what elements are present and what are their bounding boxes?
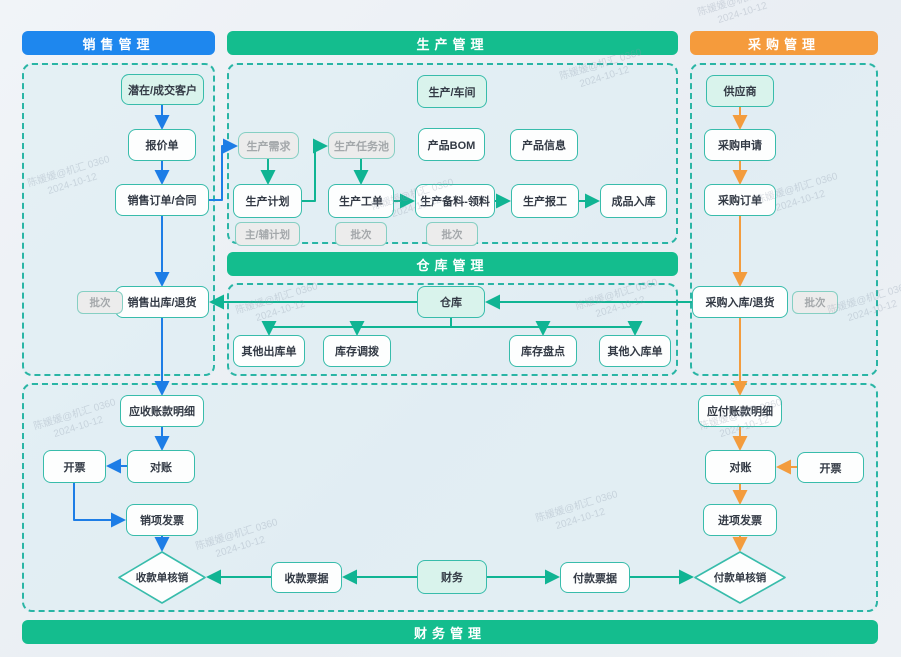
receipt-note-label: 收款票据: [284, 572, 329, 585]
purchase-request-label: 采购申请: [718, 140, 762, 152]
reconcile-right-node: 对账: [705, 450, 776, 484]
invoice-right-label: 开票: [819, 462, 842, 475]
sales-outbound-node: 销售出库/退货: [115, 286, 209, 318]
ap-detail-label: 应付账款明细: [707, 406, 773, 418]
sales-panel: [22, 63, 215, 376]
batch-tag-sales-label: 批次: [89, 297, 111, 309]
invoice-left-node: 开票: [43, 450, 106, 483]
stock-transfer-node: 库存调拨: [323, 335, 391, 367]
prod-demand-label: 生产需求: [246, 140, 291, 153]
prod-taskpool-node: 生产任务池: [328, 132, 395, 159]
prod-plan-node: 生产计划: [233, 184, 302, 218]
purchase-panel: [690, 63, 878, 376]
ar-detail-node: 应收账款明细: [120, 395, 204, 427]
stock-count-node: 库存盘点: [509, 335, 577, 367]
batch-tag-workorder-label: 批次: [350, 228, 372, 241]
sales-section-header: 销售管理: [22, 31, 215, 55]
reconcile-right-label: 对账: [729, 462, 752, 474]
reconcile-left-label: 对账: [150, 461, 172, 474]
warehouse-section-header: 仓库管理: [227, 252, 678, 276]
prod-workorder-label: 生产工单: [339, 196, 383, 208]
potential-customer-label: 潜在/成交客户: [127, 84, 198, 97]
invoice-left-label: 开票: [63, 461, 86, 474]
sales-order-node: 销售订单/合同: [115, 184, 209, 216]
payment-note-node: 付款票据: [560, 562, 630, 593]
workshop-node: 生产/车间: [417, 75, 487, 108]
sales-invoice-node: 销项发票: [126, 504, 198, 536]
supplier-node: 供应商: [706, 75, 774, 107]
sales-order-label: 销售订单/合同: [127, 195, 197, 207]
stock-transfer-label: 库存调拨: [335, 346, 379, 358]
supplier-label: 供应商: [723, 86, 757, 98]
prod-report-node: 生产报工: [511, 184, 579, 218]
sales-outbound-label: 销售出库/退货: [127, 297, 197, 309]
batch-tag-purchase-node: 批次: [792, 291, 838, 314]
finance-node-label: 财务: [441, 572, 463, 584]
purchase-order-label: 采购订单: [718, 195, 762, 207]
plan-tag-label: 主/辅计划: [245, 228, 290, 241]
batch-tag-sales-node: 批次: [77, 291, 123, 314]
sales-invoice-label: 销项发票: [140, 515, 184, 527]
batch-tag-workorder-node: 批次: [335, 222, 387, 246]
prod-taskpool-label: 生产任务池: [334, 140, 389, 153]
warehouse-node-label: 仓库: [440, 297, 462, 309]
finance-section-header: 财务管理: [22, 620, 878, 644]
plan-tag-node: 主/辅计划: [235, 222, 300, 246]
purchase-request-node: 采购申请: [704, 129, 776, 161]
batch-tag-material-node: 批次: [426, 222, 478, 246]
purchase-inbound-node: 采购入库/退货: [692, 286, 788, 318]
ap-detail-node: 应付账款明细: [698, 395, 782, 427]
other-inbound-node: 其他入库单: [599, 335, 671, 367]
prod-material-node: 生产备料-领料: [415, 184, 495, 218]
reconcile-left-node: 对账: [127, 450, 195, 483]
quotation-label: 报价单: [145, 140, 179, 152]
purchase-section-header: 采购管理: [690, 31, 878, 55]
payment-writeoff-node: 付款单核销: [694, 551, 786, 604]
receipt-writeoff-label: 收款单核销: [135, 572, 189, 584]
product-bom-label: 产品BOM: [427, 139, 476, 152]
workshop-label: 生产/车间: [428, 86, 476, 99]
production-section-header: 生产管理: [227, 31, 678, 55]
product-info-node: 产品信息: [510, 129, 578, 161]
quotation-node: 报价单: [128, 129, 196, 161]
finished-inbound-label: 成品入库: [611, 196, 656, 208]
prod-report-label: 生产报工: [523, 196, 567, 208]
ar-detail-label: 应收账款明细: [129, 406, 195, 418]
batch-tag-purchase-label: 批次: [804, 297, 826, 309]
other-outbound-node: 其他出库单: [233, 335, 305, 367]
receipt-writeoff-node: 收款单核销: [118, 551, 206, 604]
purchase-invoice-label: 进项发票: [718, 515, 762, 527]
watermark-owner: 陈媛媛@机汇 0360: [696, 0, 782, 19]
payment-note-label: 付款票据: [573, 572, 617, 585]
prod-demand-node: 生产需求: [238, 132, 299, 159]
finance-node-node: 财务: [417, 560, 487, 594]
purchase-inbound-label: 采购入库/退货: [705, 297, 775, 309]
prod-material-label: 生产备料-领料: [420, 196, 490, 208]
payment-writeoff-label: 付款单核销: [713, 572, 767, 584]
watermark-date: 2024-10-12: [716, 0, 769, 26]
receipt-note-node: 收款票据: [271, 562, 342, 593]
product-info-label: 产品信息: [522, 140, 566, 152]
potential-customer-node: 潜在/成交客户: [121, 74, 204, 105]
purchase-order-node: 采购订单: [704, 184, 776, 216]
other-inbound-label: 其他入库单: [607, 346, 663, 358]
prod-workorder-node: 生产工单: [328, 184, 394, 218]
invoice-right-node: 开票: [797, 452, 864, 483]
prod-plan-label: 生产计划: [245, 196, 290, 208]
other-outbound-label: 其他出库单: [241, 346, 297, 358]
warehouse-node-node: 仓库: [417, 286, 485, 318]
product-bom-node: 产品BOM: [418, 128, 485, 161]
stock-count-label: 库存盘点: [521, 346, 565, 358]
batch-tag-material-label: 批次: [441, 228, 463, 241]
purchase-invoice-node: 进项发票: [703, 504, 777, 536]
finished-inbound-node: 成品入库: [600, 184, 667, 218]
